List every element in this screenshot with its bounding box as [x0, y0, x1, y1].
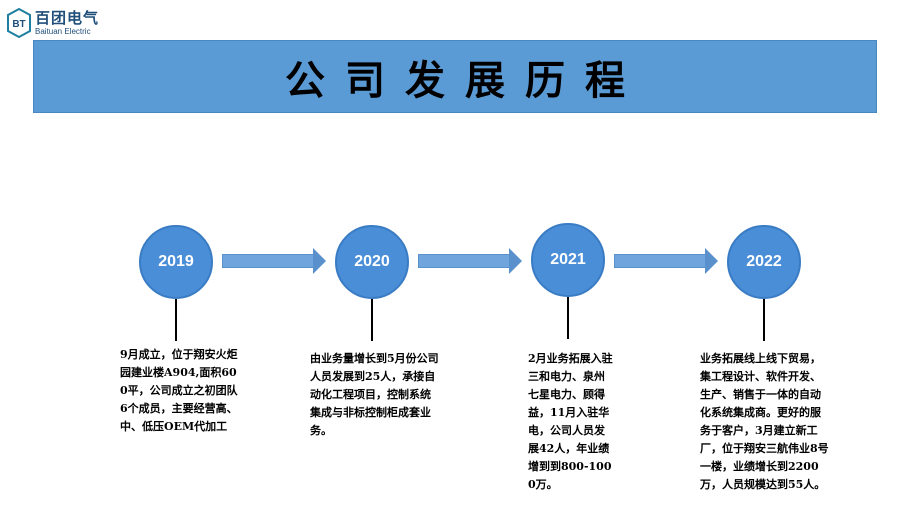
timeline-stem: [567, 297, 569, 339]
year-circle-2019: 2019: [139, 225, 213, 299]
timeline-stem: [371, 299, 373, 341]
milestone-description: 9月成立，位于翔安火炬园建业楼A904,面积600平，公司成立之初团队6个成员，…: [120, 348, 238, 433]
page-title: 公司发展历程: [285, 56, 645, 104]
timeline-arrow: [418, 248, 522, 274]
logo-mark-text: BT: [12, 19, 25, 30]
logo-name-en: Baituan Electric: [35, 26, 91, 36]
milestone-description: 2月业务拓展入驻三和电力、泉州七星电力、顾得益，11月入驻华电，公司人员发展42…: [528, 352, 613, 491]
milestone-description: 业务拓展线上线下贸易，集工程设计、软件开发、生产、销售于一体的自动化系统集成商。…: [700, 352, 829, 491]
year-circle-2022: 2022: [727, 225, 801, 299]
logo-name-cn: 百团电气: [35, 8, 100, 27]
timeline-arrow: [222, 248, 326, 274]
timeline-stem: [763, 299, 765, 341]
milestone-description: 由业务量增长到5月份公司人员发展到25人，承接自动化工程项目，控制系统集成与非标…: [310, 352, 439, 437]
company-logo: BT 百团电气 Baituan Electric: [7, 8, 99, 38]
year-circle-2021: 2021: [531, 223, 605, 297]
title-banner: 公司发展历程: [33, 40, 877, 113]
timeline-arrow: [614, 248, 718, 274]
baituan-logo-icon: BT: [7, 8, 31, 38]
year-circle-2020: 2020: [335, 225, 409, 299]
timeline-stem: [175, 299, 177, 341]
